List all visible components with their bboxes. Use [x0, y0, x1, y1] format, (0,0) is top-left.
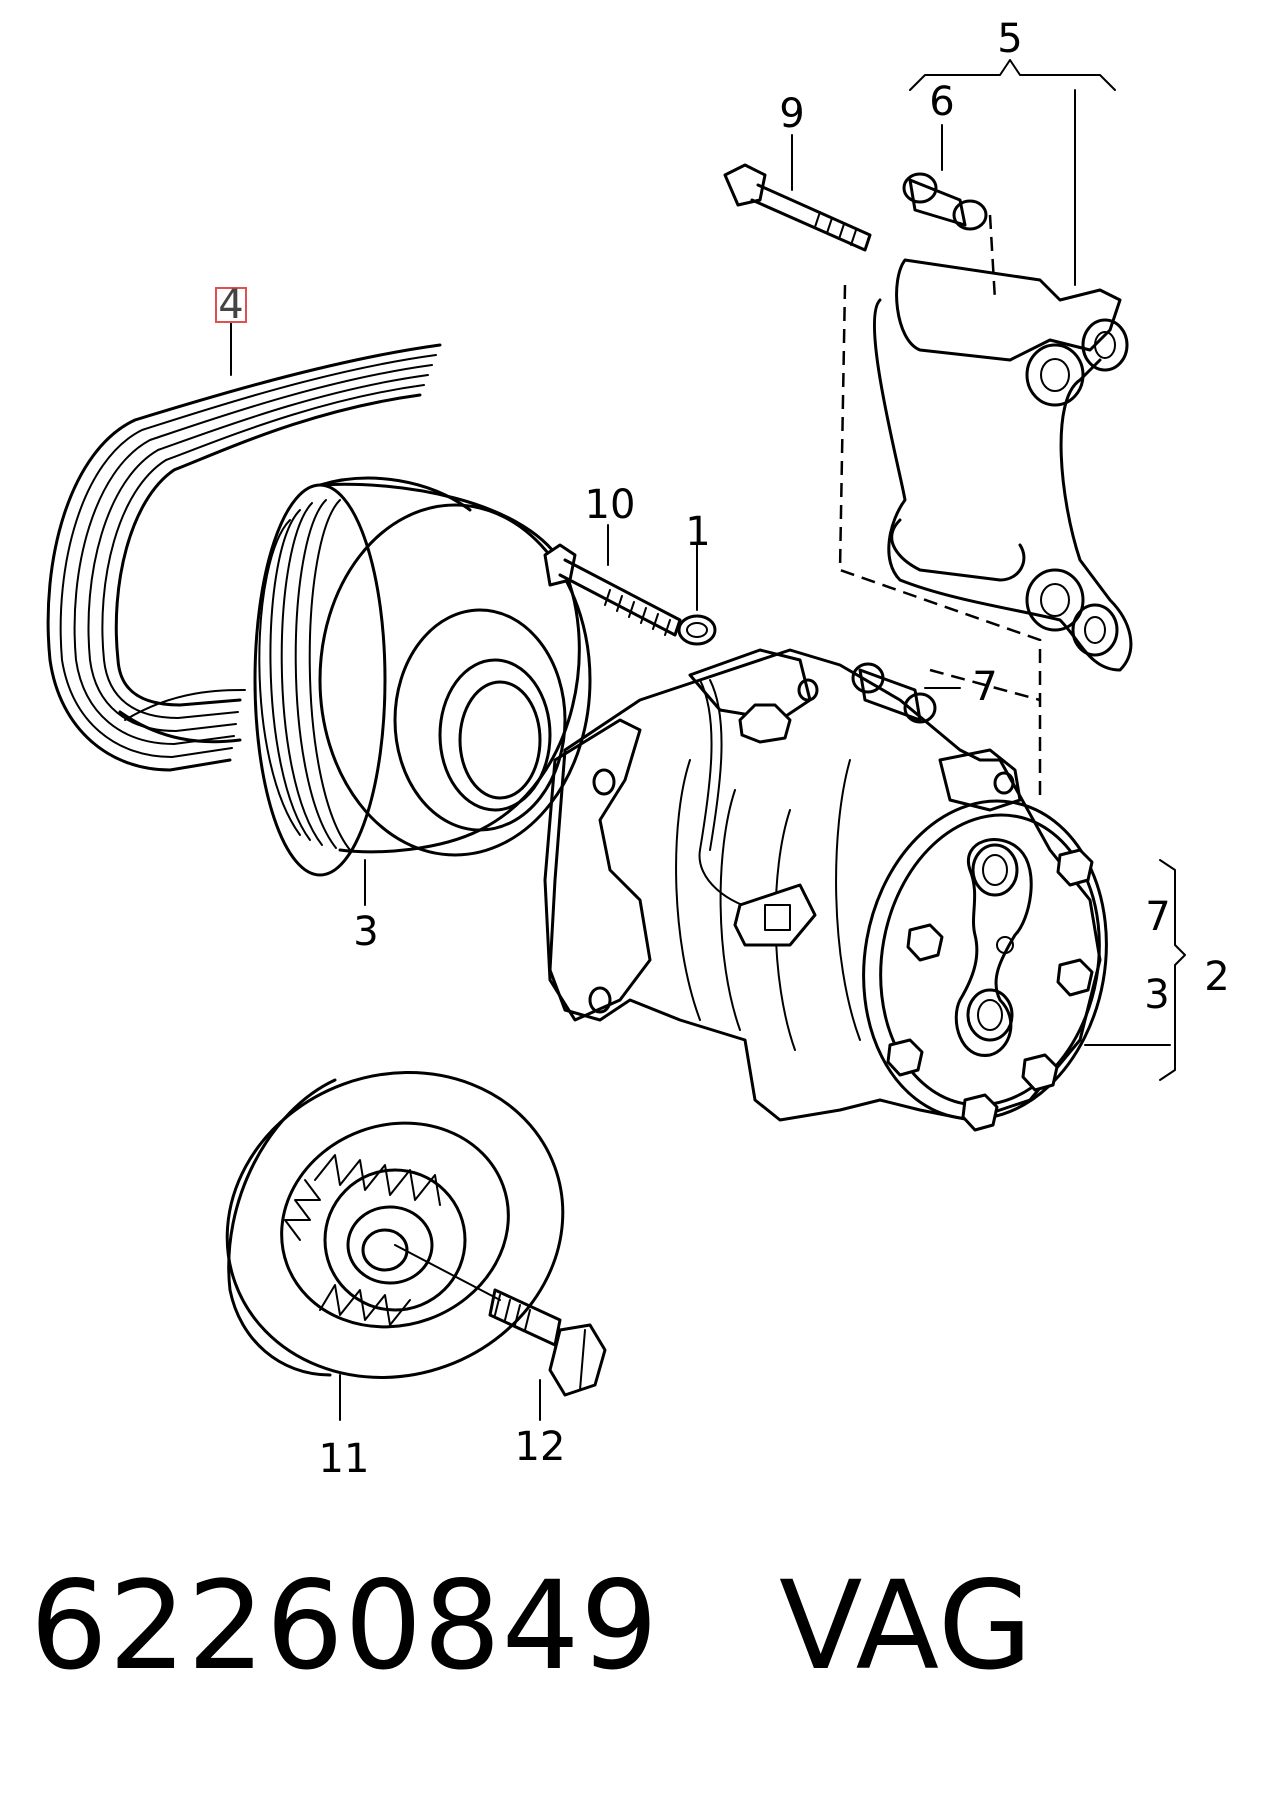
- tensioner-bolt: [394, 1244, 607, 1397]
- sleeve-7: [851, 662, 937, 724]
- tensioner-pulley: [225, 1071, 565, 1379]
- long-bolt: [543, 543, 682, 637]
- bracket-5-brace: [909, 59, 1116, 91]
- callout-9: 9: [779, 91, 804, 137]
- bracket-dash-1: [838, 284, 1042, 795]
- bushing-6: [902, 172, 988, 231]
- callout-2: 2: [1204, 954, 1229, 1000]
- brand-name: VAG: [778, 1555, 1034, 1697]
- callout-3b: 3: [1144, 972, 1169, 1018]
- drive-belt: [46, 343, 442, 772]
- bracket-bolt: [723, 163, 872, 252]
- callout-4-highlight: [215, 287, 247, 323]
- callout-11: 11: [319, 1436, 370, 1482]
- bracket-dash-3: [929, 668, 1041, 702]
- part-number: 62260849: [30, 1555, 659, 1697]
- callout-3: 3: [353, 909, 378, 955]
- callout-7: 7: [972, 664, 997, 710]
- mounting-bracket: [872, 258, 1133, 672]
- callout-4: 4: [218, 282, 243, 328]
- callout-12: 12: [515, 1424, 566, 1470]
- callout-7b: 7: [1145, 894, 1170, 940]
- callout-1: 1: [685, 509, 710, 555]
- callout-5: 5: [997, 16, 1022, 62]
- washer: [677, 614, 717, 646]
- brace-2: [1159, 859, 1186, 1081]
- callout-10: 10: [585, 482, 636, 528]
- callout-labels: 5 6 9 4 10 1 7 3 7 3 2 11 12: [215, 16, 1230, 1482]
- compressor-pulley: [253, 476, 592, 877]
- bracket-dash-2: [988, 214, 997, 301]
- ac-compressor: [543, 648, 1108, 1132]
- callout-6: 6: [929, 79, 954, 125]
